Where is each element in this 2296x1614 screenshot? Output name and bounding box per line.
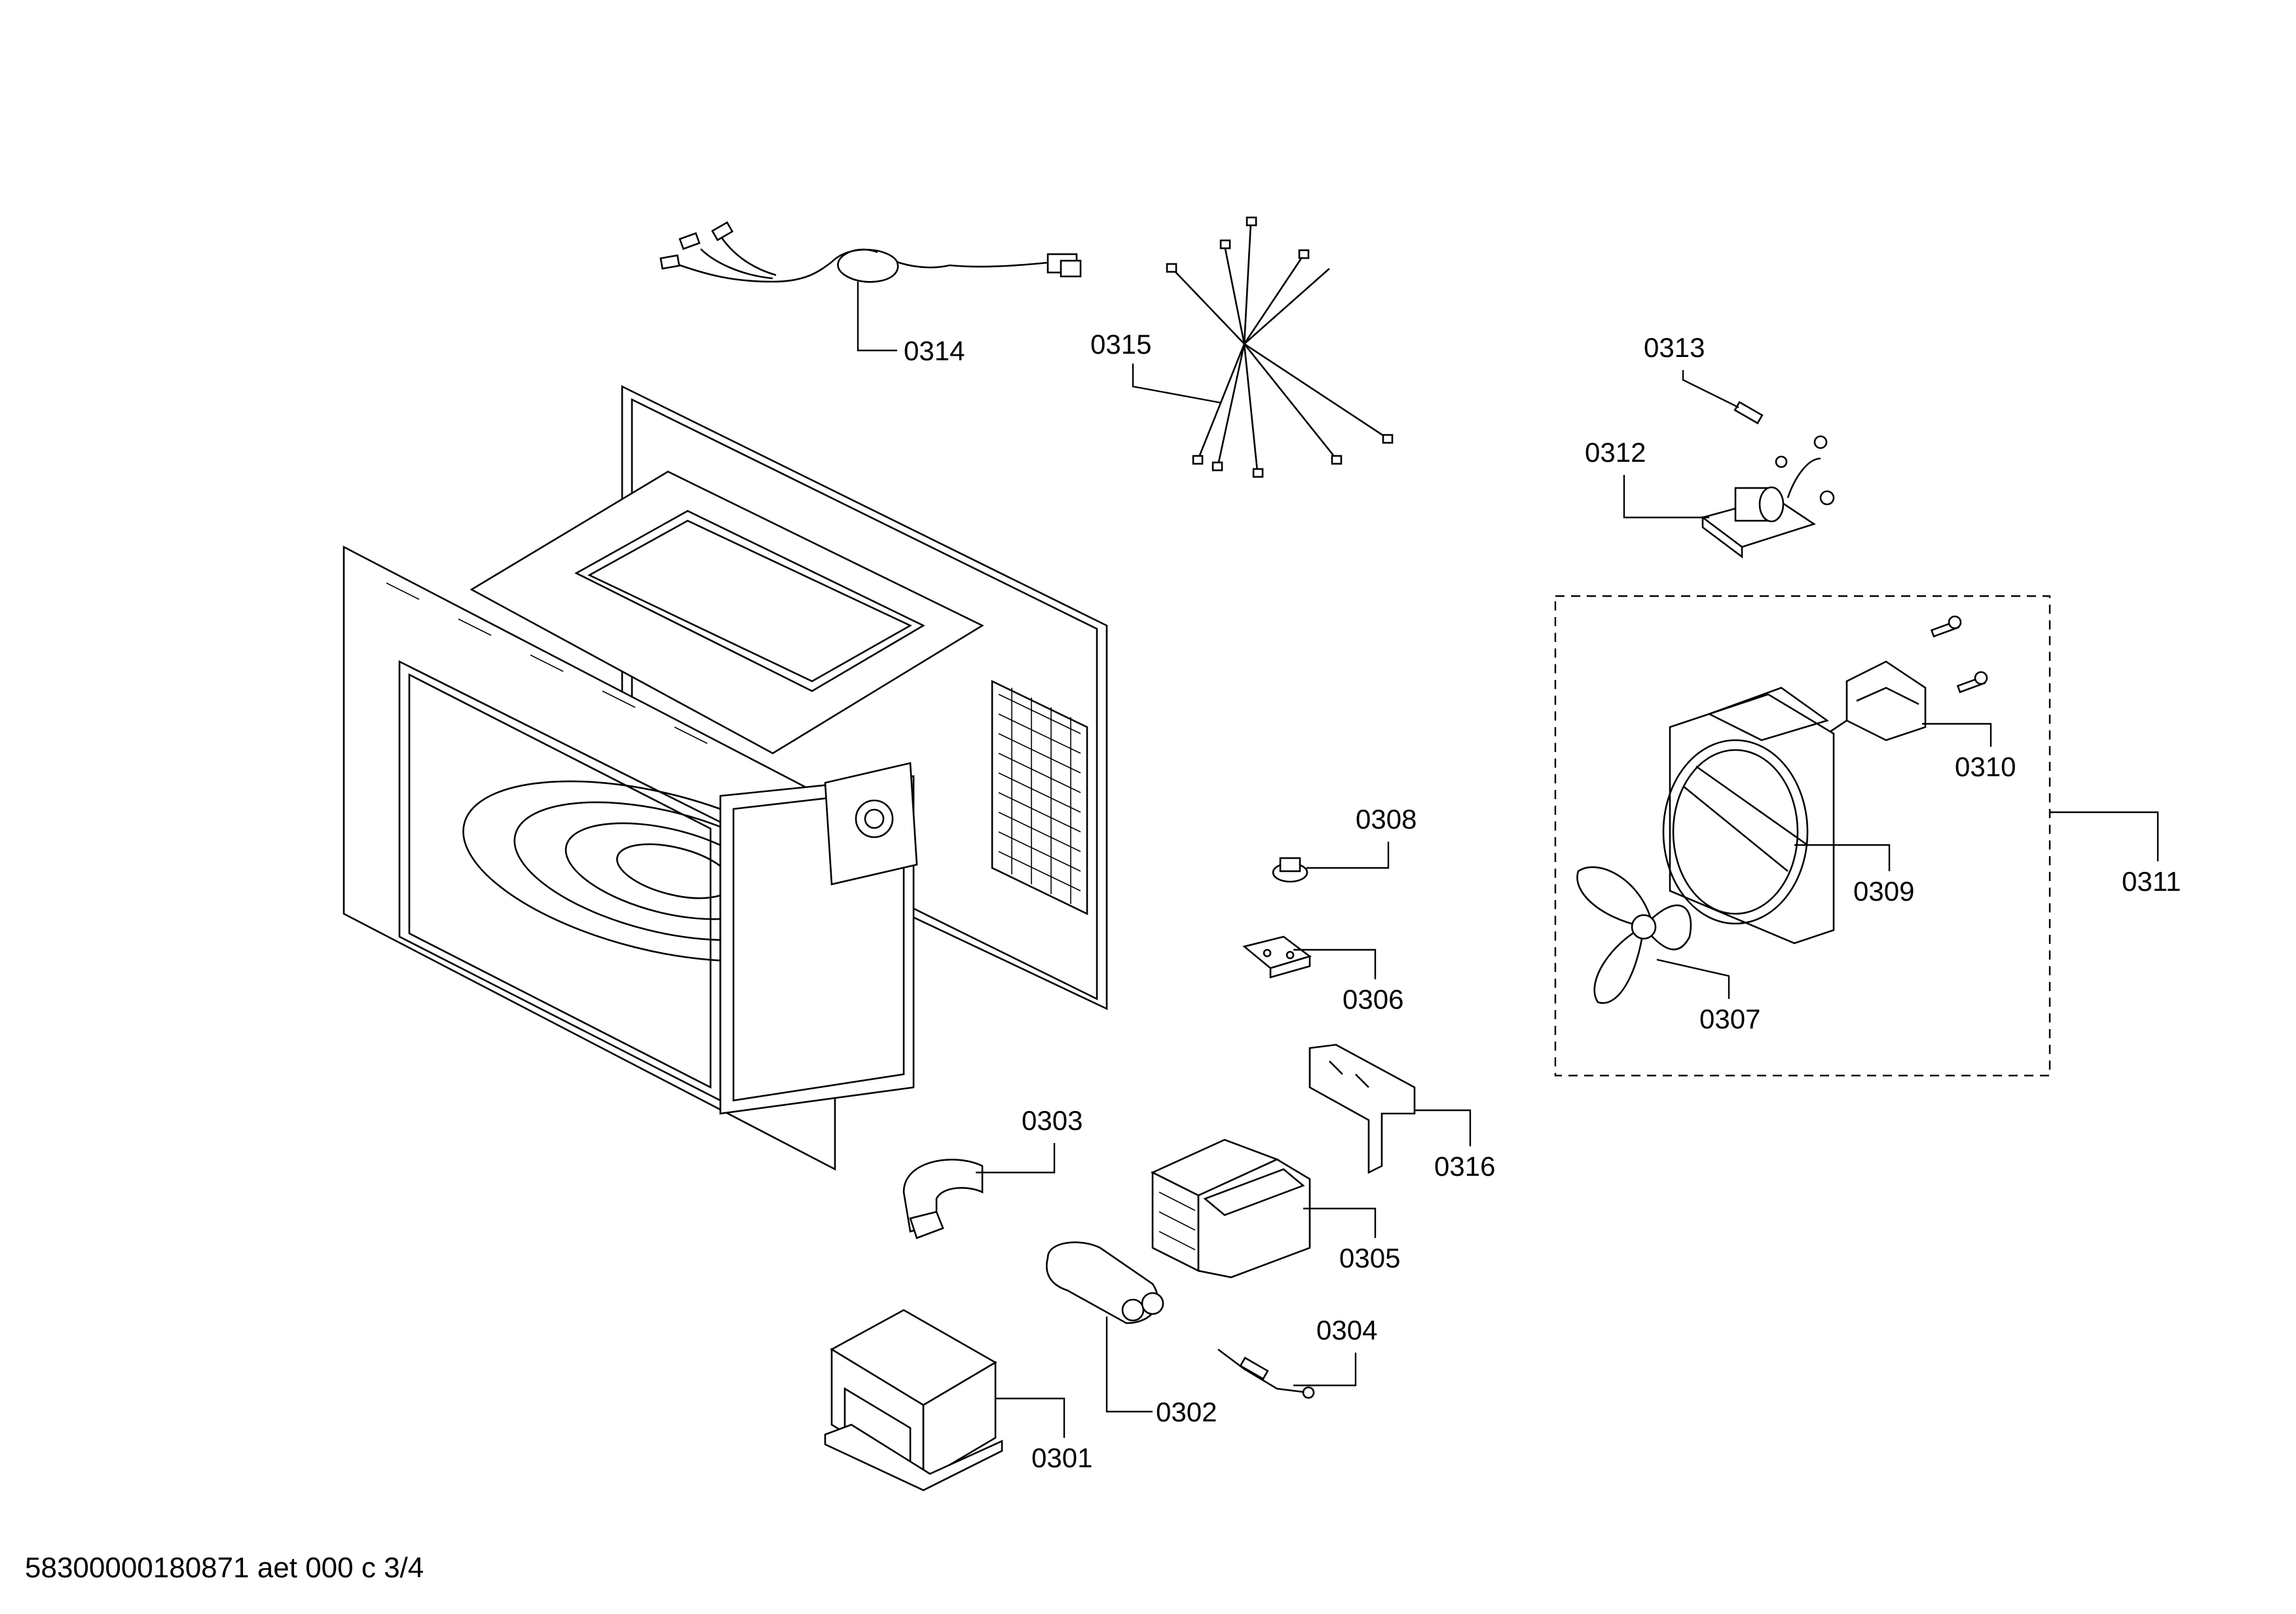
fan-motor-0310[interactable] — [1826, 615, 1988, 741]
label-0309: 0309 — [1853, 876, 1914, 907]
label-0313: 0313 — [1644, 332, 1705, 363]
oven-cavity-housing — [343, 385, 1108, 1171]
label-0303: 0303 — [1022, 1105, 1083, 1136]
fuse-0313[interactable] — [1733, 401, 1764, 424]
label-0316: 0316 — [1434, 1151, 1495, 1182]
air-guide-0316[interactable] — [1308, 1043, 1416, 1174]
bracket-0306[interactable] — [1242, 935, 1312, 979]
label-0301: 0301 — [1031, 1442, 1092, 1473]
document-id-footer: 58300000180871 aet 000 c 3/4 — [25, 1552, 424, 1584]
wiring-harness-0314[interactable] — [659, 221, 1082, 283]
clamp-0303[interactable] — [902, 1159, 984, 1239]
fan-bracket-0309[interactable] — [1662, 686, 1835, 945]
label-0312: 0312 — [1585, 437, 1646, 468]
control-module-0312[interactable] — [1701, 435, 1835, 559]
diode-0304[interactable] — [1217, 1348, 1315, 1399]
label-0315: 0315 — [1090, 329, 1151, 360]
capacitor-0302[interactable] — [1046, 1241, 1164, 1324]
label-0310: 0310 — [1955, 751, 2016, 782]
label-0306: 0306 — [1342, 984, 1403, 1015]
label-0302: 0302 — [1156, 1397, 1217, 1427]
fan-blade-0307[interactable] — [1576, 866, 1692, 1004]
transformer-0301[interactable] — [824, 1309, 1003, 1492]
magnetron-0305[interactable] — [1150, 1138, 1311, 1279]
label-0305: 0305 — [1339, 1243, 1400, 1273]
label-0314: 0314 — [904, 335, 965, 366]
label-0311: 0311 — [2122, 866, 2181, 897]
label-0308: 0308 — [1356, 804, 1416, 835]
wire-bundle-0315[interactable] — [1166, 216, 1394, 478]
label-0307: 0307 — [1699, 1004, 1760, 1034]
thermostat-0308[interactable] — [1272, 857, 1308, 883]
label-0304: 0304 — [1316, 1315, 1377, 1345]
